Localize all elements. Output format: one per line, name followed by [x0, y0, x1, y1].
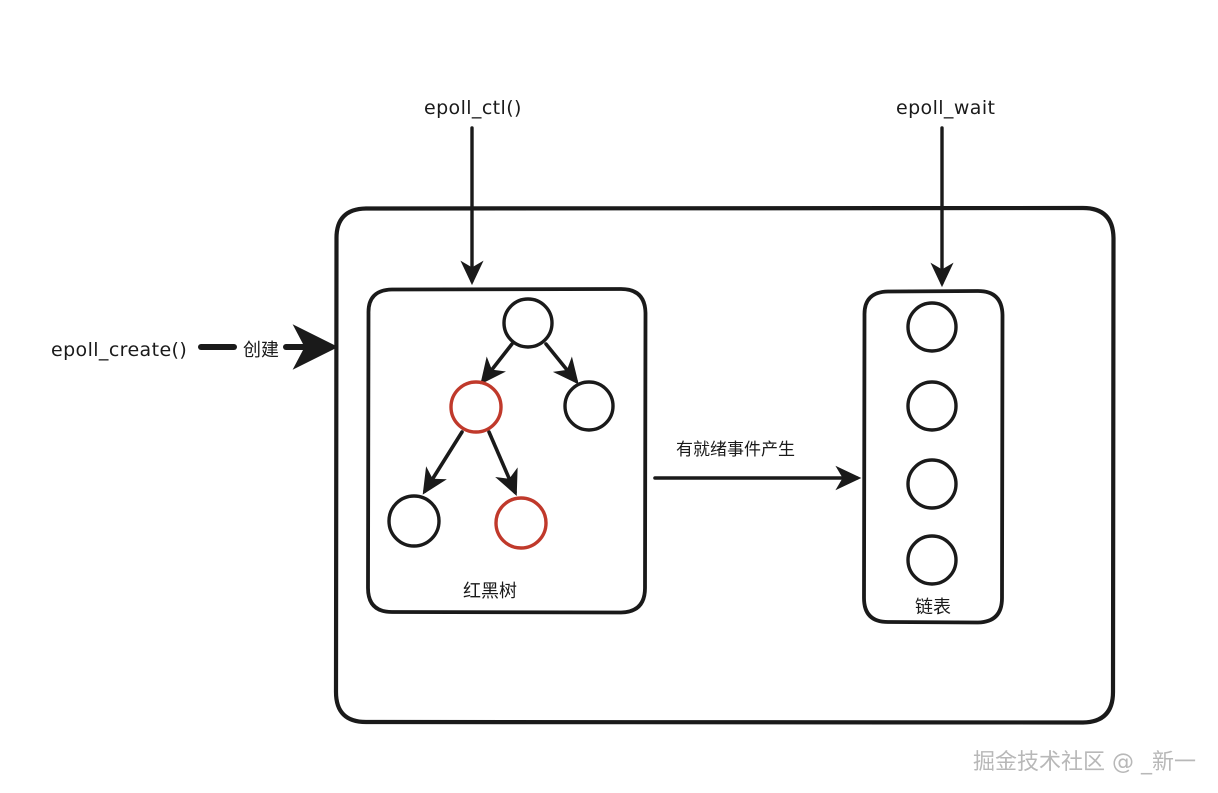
rbtree-box [366, 287, 648, 615]
rbtree-node-left-child [449, 380, 503, 434]
rbtree-caption: 红黑树 [463, 581, 517, 602]
list-node-2 [906, 380, 958, 432]
list-node-4 [906, 534, 958, 586]
rbtree-node-right-child [563, 380, 615, 432]
rbtree-edges [422, 342, 579, 496]
rbtree-node-root [502, 297, 554, 349]
rbtree-node-right-leaf [494, 496, 548, 550]
create-action-label: 创建 [243, 340, 279, 361]
epoll-create-label: epoll_create() [51, 339, 187, 361]
linked-list-nodes [906, 301, 958, 586]
rbtree-node-left-leaf [387, 494, 441, 548]
ready-event-label: 有就绪事件产生 [676, 440, 795, 460]
epoll-ctl-label: epoll_ctl() [424, 97, 522, 119]
linked-list-caption: 链表 [915, 597, 951, 618]
linked-list-box [862, 289, 1005, 625]
watermark: 掘金技术社区 @ _新一 [973, 750, 1196, 775]
epoll-instance-container [333, 205, 1116, 725]
list-node-3 [906, 458, 958, 510]
rbtree-nodes [387, 297, 615, 550]
list-node-1 [906, 301, 958, 353]
epoll-wait-label: epoll_wait [896, 97, 995, 119]
